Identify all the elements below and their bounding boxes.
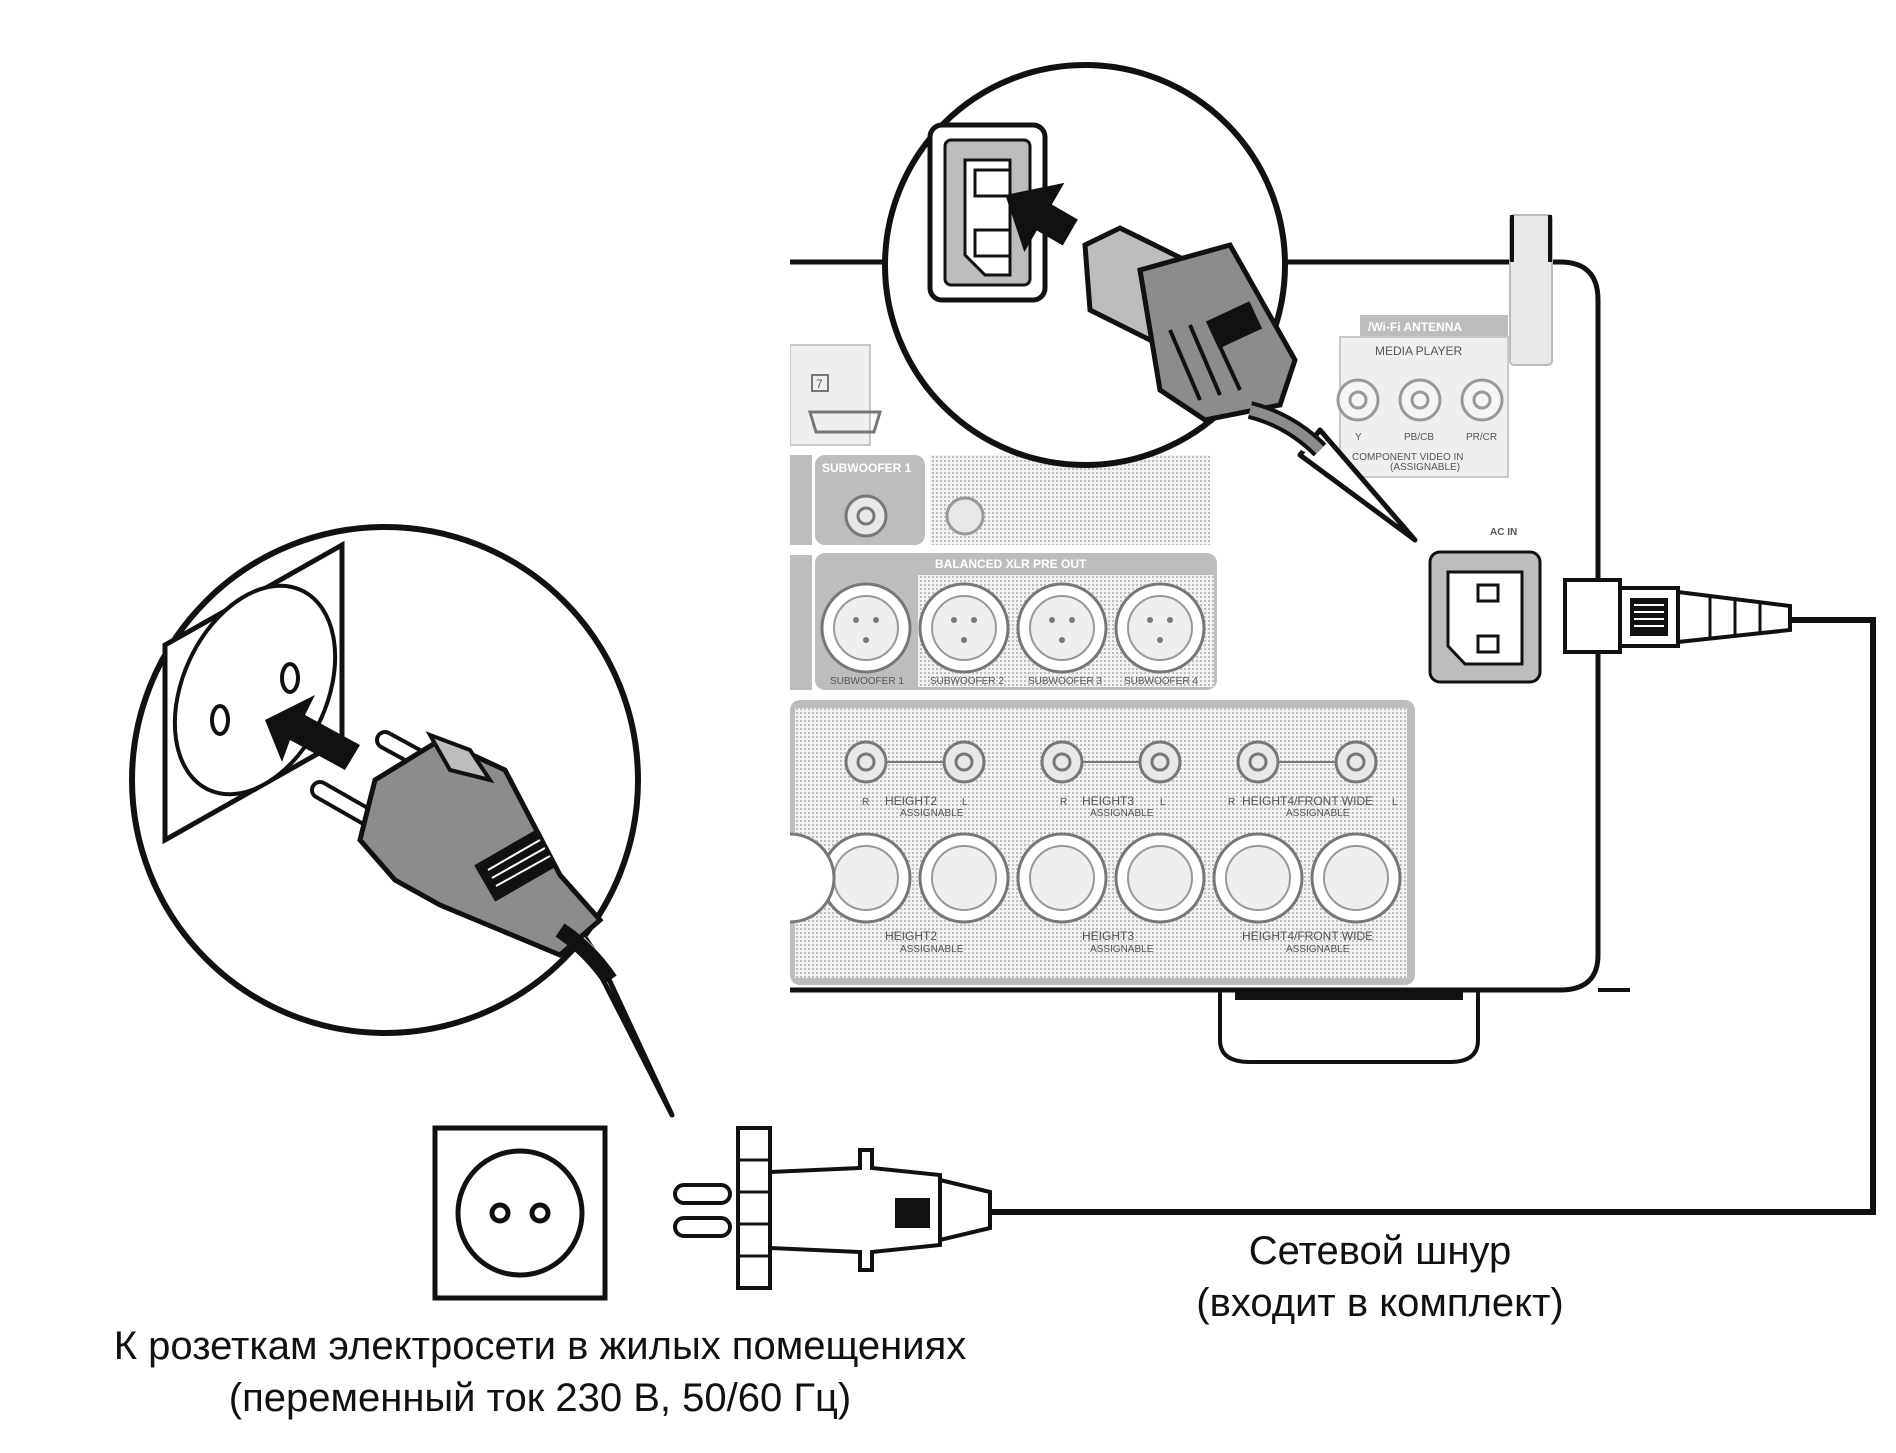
rca-row-height3: [1040, 740, 1182, 784]
receiver-rear-panel: 7 SUBWOOFER 1 BALANCED XLR PRE OUT: [790, 214, 1601, 1064]
antenna-label: /Wi-Fi ANTENNA: [1368, 320, 1462, 334]
rca-row-height2: [844, 740, 986, 784]
component-assignable-label: (ASSIGNABLE): [1390, 462, 1460, 473]
rca-height4-r: R: [1228, 797, 1235, 808]
component-pb-label: PB/CB: [1404, 432, 1434, 443]
subwoofer1-top-label: SUBWOOFER 1: [822, 461, 912, 475]
rca-jack-subwoofer1: [844, 494, 888, 538]
iec-plug-closeup: [1082, 225, 1327, 457]
outlet-caption-line1: К розеткам электросети в жилых помещения…: [113, 1324, 967, 1368]
rca-height4-assignable: ASSIGNABLE: [1286, 808, 1350, 819]
rca-height4-l: L: [1392, 797, 1398, 808]
xlr-height4-assignable: ASSIGNABLE: [1286, 944, 1350, 955]
zoom-bubble-outlet: [129, 524, 675, 1118]
xlr-sub2-label: SUBWOOFER 2: [930, 676, 1004, 687]
xlr-sub1-label: SUBWOOFER 1: [830, 676, 904, 687]
cord-caption-line2: (входит в комплект): [1196, 1281, 1564, 1325]
cord-caption-line1: Сетевой шнур: [1248, 1229, 1512, 1273]
xlr-row-lower: [790, 832, 1402, 924]
rca-height3-r: R: [1060, 797, 1067, 808]
rca-height4-label: HEIGHT4/FRONT WIDE: [1242, 794, 1373, 808]
receiver-foot: [1235, 992, 1463, 1000]
zoom-bubble-iec: [882, 62, 1418, 543]
rca-height2-r: R: [862, 797, 869, 808]
xlr-height2-label: HEIGHT2: [885, 929, 937, 943]
schuko-plug-side: [673, 1126, 992, 1290]
rca-height3-label: HEIGHT3: [1082, 794, 1134, 808]
rca-height3-assignable: ASSIGNABLE: [1090, 808, 1154, 819]
rca-height2-l: L: [962, 797, 968, 808]
xlr-connector-sub4: [1114, 582, 1206, 674]
xlr-height2-assignable: ASSIGNABLE: [900, 944, 964, 955]
component-y-label: Y: [1355, 432, 1362, 443]
component-pr-label: PR/CR: [1466, 432, 1497, 443]
rca-row-height4: [1236, 740, 1378, 784]
xlr-height4-label: HEIGHT4/FRONT WIDE: [1242, 929, 1373, 943]
hdmi-number-label: 7: [816, 377, 823, 391]
xlr-sub4-label: SUBWOOFER 4: [1124, 676, 1198, 687]
outlet-caption-line2: (переменный ток 230 В, 50/60 Гц): [228, 1376, 852, 1420]
xlr-connector-sub3: [1016, 582, 1108, 674]
hdmi-number-badge: [811, 374, 829, 392]
balanced-xlr-label: BALANCED XLR PRE OUT: [935, 557, 1087, 571]
ac-in-socket: [1428, 550, 1542, 684]
rca-height2-label: HEIGHT2: [885, 794, 937, 808]
insert-arrow-icon-outlet: [265, 695, 360, 770]
xlr-sub3-label: SUBWOOFER 3: [1028, 676, 1102, 687]
wifi-antenna-icon: [1509, 214, 1553, 366]
iec-plug: [1563, 578, 1792, 654]
component-video-jacks: [1336, 378, 1504, 422]
insert-arrow-icon: [1005, 182, 1078, 253]
xlr-height3-label: HEIGHT3: [1082, 929, 1134, 943]
wall-outlet-front: [432, 1125, 608, 1301]
ac-in-label: AC IN: [1490, 527, 1517, 538]
media-player-label: MEDIA PLAYER: [1375, 344, 1462, 358]
rca-height2-assignable: ASSIGNABLE: [900, 808, 964, 819]
xlr-connector-sub2: [918, 582, 1010, 674]
rca-height3-l: L: [1160, 797, 1166, 808]
xlr-height3-assignable: ASSIGNABLE: [1090, 944, 1154, 955]
component-video-in-label: COMPONENT VIDEO IN: [1352, 452, 1464, 463]
power-cord: [673, 578, 1876, 1290]
xlr-connector-sub1: [820, 582, 912, 674]
schuko-plug-closeup: [310, 730, 617, 985]
hdmi-port-icon: [807, 410, 883, 434]
